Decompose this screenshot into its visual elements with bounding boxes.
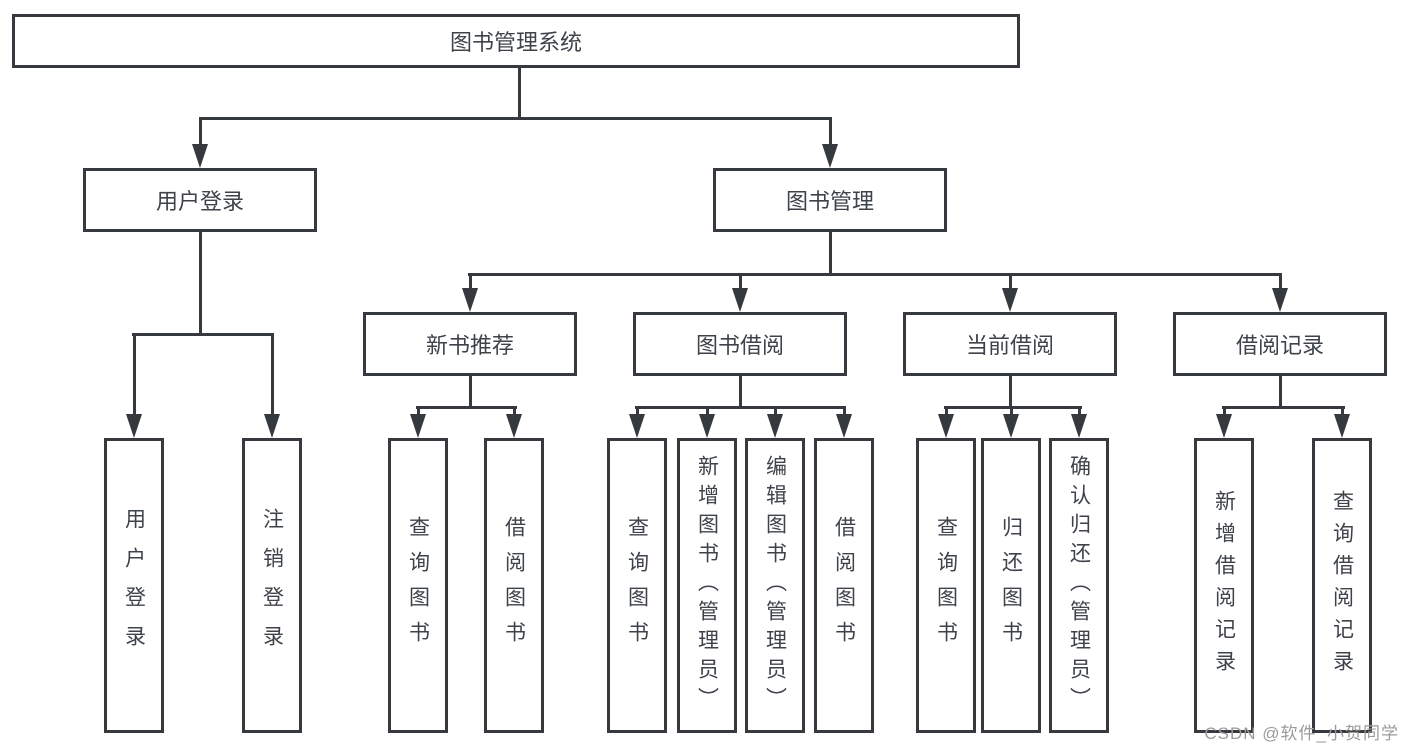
arrowhead-down-icon [1003, 414, 1019, 438]
arrowhead-down-icon [1216, 414, 1232, 438]
arrowhead-down-icon [767, 414, 783, 438]
leaf-label: 确认归还（管理员） [1067, 455, 1091, 716]
node-label: 图书借阅 [695, 333, 784, 358]
leaf-user-login: 用户登录 [104, 438, 164, 733]
arrowhead-down-icon [462, 288, 478, 312]
leaf-query-borrow-record: 查询借阅记录 [1312, 438, 1372, 733]
tree-connector-line [468, 273, 1282, 276]
node-book-borrowing: 图书借阅 [633, 312, 847, 376]
tree-connector-line [416, 406, 517, 409]
leaf-label: 查询借阅记录 [1330, 489, 1354, 682]
node-label: 图书管理系统 [449, 30, 582, 55]
node-label: 图书管理 [785, 189, 874, 214]
node-label: 借阅记录 [1235, 333, 1324, 358]
tree-connector-line [1279, 273, 1282, 291]
arrowhead-down-icon [264, 414, 280, 438]
leaf-label: 归还图书 [999, 515, 1023, 656]
tree-connector-line [635, 406, 846, 409]
arrowhead-down-icon [629, 414, 645, 438]
node-label: 新书推荐 [425, 333, 514, 358]
leaf-add-borrow-record: 新增借阅记录 [1194, 438, 1254, 733]
arrowhead-down-icon [938, 414, 954, 438]
arrowhead-down-icon [506, 414, 522, 438]
leaf-edit-book-admin: 编辑图书（管理员） [745, 438, 805, 733]
tree-connector-line [469, 273, 472, 291]
leaf-label: 编辑图书（管理员） [763, 455, 787, 716]
leaf-confirm-return-admin: 确认归还（管理员） [1049, 438, 1109, 733]
tree-connector-line [199, 117, 832, 120]
node-user-login: 用户登录 [83, 168, 317, 232]
leaf-return-book: 归还图书 [981, 438, 1041, 733]
tree-connector-line [843, 406, 846, 417]
tree-connector-line [513, 406, 516, 417]
leaf-label: 用户登录 [122, 507, 146, 664]
tree-connector-line [945, 406, 948, 417]
arrowhead-down-icon [1002, 288, 1018, 312]
node-label: 当前借阅 [965, 333, 1054, 358]
leaf-query-books-borrowing: 查询图书 [607, 438, 667, 733]
tree-connector-line [636, 406, 639, 417]
arrowhead-down-icon [699, 414, 715, 438]
tree-connector-line [829, 232, 832, 276]
node-book-management: 图书管理 [713, 168, 947, 232]
tree-connector-line [1078, 406, 1081, 417]
tree-connector-line [417, 406, 420, 417]
tree-connector-line [1009, 273, 1012, 291]
arrowhead-down-icon [836, 414, 852, 438]
arrowhead-down-icon [1272, 288, 1288, 312]
tree-connector-line [739, 376, 742, 409]
leaf-add-book-admin: 新增图书（管理员） [677, 438, 737, 733]
arrowhead-down-icon [192, 144, 208, 168]
tree-connector-line [199, 232, 202, 336]
tree-connector-line [518, 68, 521, 120]
leaf-query-books-recommend: 查询图书 [388, 438, 448, 733]
tree-connector-line [1223, 406, 1226, 417]
leaf-label: 新增图书（管理员） [695, 455, 719, 716]
leaf-query-books-current: 查询图书 [916, 438, 976, 733]
node-library-management-system: 图书管理系统 [12, 14, 1020, 68]
arrowhead-down-icon [822, 144, 838, 168]
tree-connector-line [944, 406, 1082, 409]
tree-connector-line [706, 406, 709, 417]
tree-connector-line [1279, 376, 1282, 409]
leaf-label: 查询图书 [934, 515, 958, 656]
leaf-label: 查询图书 [625, 515, 649, 656]
tree-connector-line [1341, 406, 1344, 417]
tree-connector-line [199, 117, 202, 147]
tree-connector-line [774, 406, 777, 417]
leaf-borrow-books-borrowing: 借阅图书 [814, 438, 874, 733]
node-label: 用户登录 [155, 189, 244, 214]
tree-connector-line [1009, 376, 1012, 409]
tree-connector-line [271, 333, 274, 417]
arrowhead-down-icon [1071, 414, 1087, 438]
leaf-label: 借阅图书 [832, 515, 856, 656]
leaf-logout: 注销登录 [242, 438, 302, 733]
tree-connector-line [132, 333, 274, 336]
leaf-borrow-books-recommend: 借阅图书 [484, 438, 544, 733]
node-new-book-recommend: 新书推荐 [363, 312, 577, 376]
leaf-label: 借阅图书 [502, 515, 526, 656]
tree-connector-line [739, 273, 742, 291]
tree-connector-line [829, 117, 832, 147]
tree-connector-line [469, 376, 472, 409]
arrowhead-down-icon [1334, 414, 1350, 438]
arrowhead-down-icon [126, 414, 142, 438]
csdn-watermark: CSDN @软件_小贺同学 [1204, 724, 1399, 743]
leaf-label: 查询图书 [406, 515, 430, 656]
tree-connector-line [1010, 406, 1013, 417]
node-current-borrowing: 当前借阅 [903, 312, 1117, 376]
tree-connector-line [133, 333, 136, 417]
leaf-label: 新增借阅记录 [1212, 489, 1236, 682]
leaf-label: 注销登录 [260, 507, 284, 664]
arrowhead-down-icon [410, 414, 426, 438]
tree-connector-line [1222, 406, 1345, 409]
node-borrowing-records: 借阅记录 [1173, 312, 1387, 376]
arrowhead-down-icon [732, 288, 748, 312]
